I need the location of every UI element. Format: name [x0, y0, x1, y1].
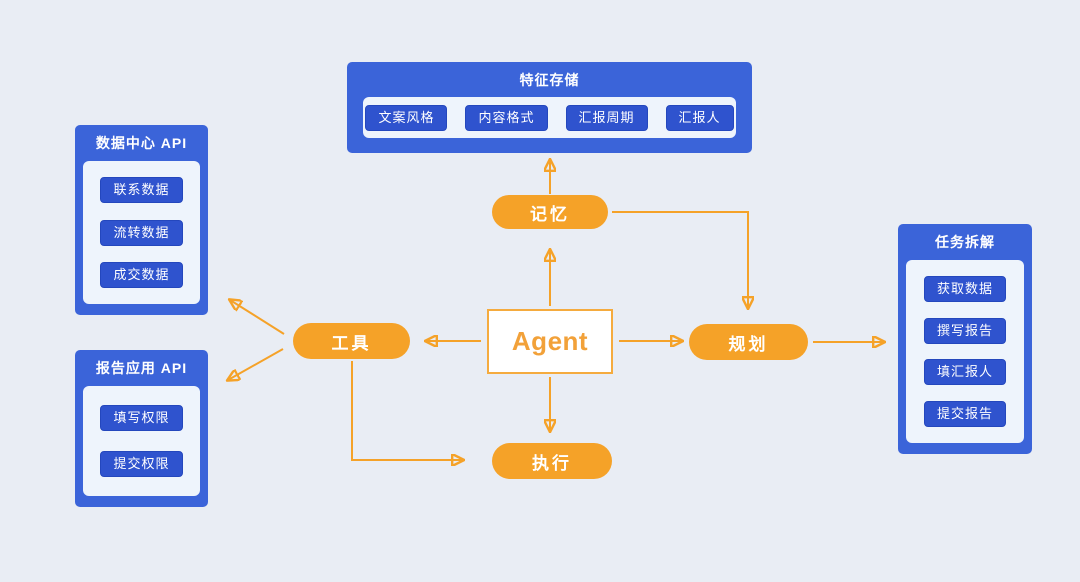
data-chip: 流转数据	[100, 219, 183, 246]
group-title: 任务拆解	[935, 234, 995, 250]
feature-chip: 汇报人	[665, 104, 734, 131]
node-agent: Agent	[487, 309, 613, 374]
group-title: 报告应用 API	[95, 360, 188, 376]
feature-chip: 内容格式	[465, 104, 548, 131]
group-panel: 获取数据撰写报告填汇报人提交报告	[906, 260, 1024, 443]
group-data-center-api: 数据中心 API 联系数据流转数据成交数据	[75, 125, 208, 315]
group-title: 数据中心 API	[95, 135, 188, 151]
group-panel: 填写权限提交权限	[83, 386, 200, 496]
arrow-tools-to-execution	[351, 361, 463, 460]
feature-chip: 文案风格	[365, 104, 448, 131]
node-execution: 执行	[492, 443, 612, 479]
node-memory: 记忆	[492, 195, 608, 229]
node-tools: 工具	[293, 323, 410, 359]
group-panel: 联系数据流转数据成交数据	[83, 161, 200, 304]
data-chip: 联系数据	[100, 177, 183, 204]
node-planning: 规划	[689, 324, 808, 360]
arrow-tools-to-report-app-api	[228, 348, 284, 380]
task-chip: 获取数据	[923, 275, 1006, 302]
task-chip: 撰写报告	[923, 317, 1006, 344]
data-chip: 成交数据	[100, 261, 183, 288]
group-feature-store: 特征存储 文案风格内容格式汇报周期汇报人	[347, 62, 752, 153]
group-panel: 文案风格内容格式汇报周期汇报人	[363, 97, 736, 138]
group-task-breakdown: 任务拆解 获取数据撰写报告填汇报人提交报告	[898, 224, 1032, 454]
task-chip: 填汇报人	[923, 359, 1006, 386]
task-chip: 提交报告	[923, 401, 1006, 428]
group-title: 特征存储	[519, 71, 580, 88]
group-report-app-api: 报告应用 API 填写权限提交权限	[75, 350, 208, 507]
feature-chip: 汇报周期	[565, 104, 648, 131]
arrow-tools-to-data-center-api	[230, 300, 285, 335]
permission-chip: 填写权限	[100, 405, 183, 432]
arrow-memory-to-planning	[612, 211, 748, 308]
permission-chip: 提交权限	[100, 450, 183, 477]
